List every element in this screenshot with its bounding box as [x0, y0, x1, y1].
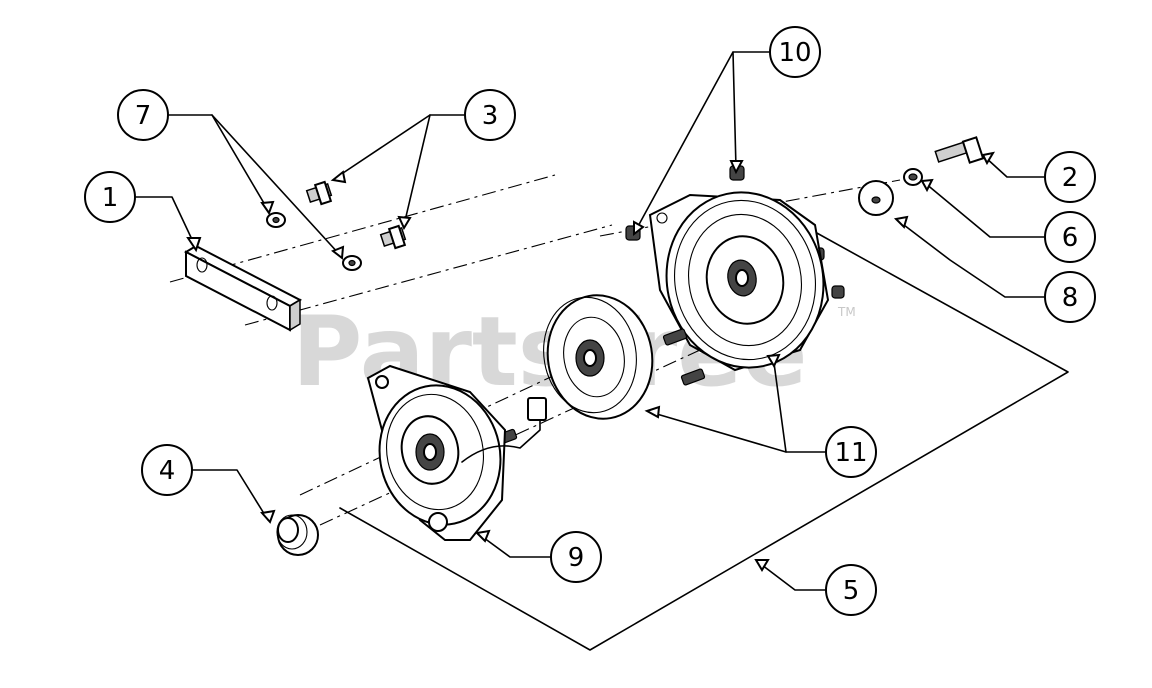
callout-3: 3: [464, 89, 516, 141]
callout-7: 7: [117, 89, 169, 141]
callout-6: 6: [1044, 211, 1096, 263]
part-bushing: [276, 514, 319, 556]
callout-5-label: 5: [843, 576, 860, 606]
callout-10: 10: [769, 26, 821, 78]
watermark-trademark: TM: [837, 305, 856, 319]
part-washers: [266, 212, 362, 271]
callout-6-label: 6: [1062, 223, 1079, 253]
callout-5: 5: [825, 564, 877, 616]
callout-7-label: 7: [135, 101, 152, 131]
callout-11: 11: [825, 426, 877, 478]
part-bolts: [305, 180, 407, 250]
callout-4-label: 4: [159, 456, 176, 486]
callout-8-label: 8: [1062, 283, 1079, 313]
part-bracket: [183, 244, 303, 332]
part-field-coil: [366, 364, 547, 541]
callout-11-label: 11: [834, 438, 867, 468]
callout-9-label: 9: [568, 543, 585, 573]
part-bolt-long: [934, 136, 985, 164]
part-armature: [543, 294, 654, 420]
leader-lines: [135, 51, 1046, 591]
part-clutch-rotor: [648, 191, 830, 372]
callout-1: 1: [84, 171, 136, 223]
callout-8: 8: [1044, 271, 1096, 323]
arrowheads: [186, 151, 996, 572]
part-flat-washer: [858, 180, 894, 216]
callout-4: 4: [141, 444, 193, 496]
callout-2: 2: [1044, 151, 1096, 203]
callout-1-label: 1: [102, 183, 119, 213]
assembly-outline: [339, 231, 1069, 651]
callout-2-label: 2: [1062, 163, 1079, 193]
callout-9: 9: [550, 531, 602, 583]
part-lock-washer: [903, 168, 923, 186]
callout-3-label: 3: [482, 101, 499, 131]
callout-10-label: 10: [778, 38, 811, 68]
